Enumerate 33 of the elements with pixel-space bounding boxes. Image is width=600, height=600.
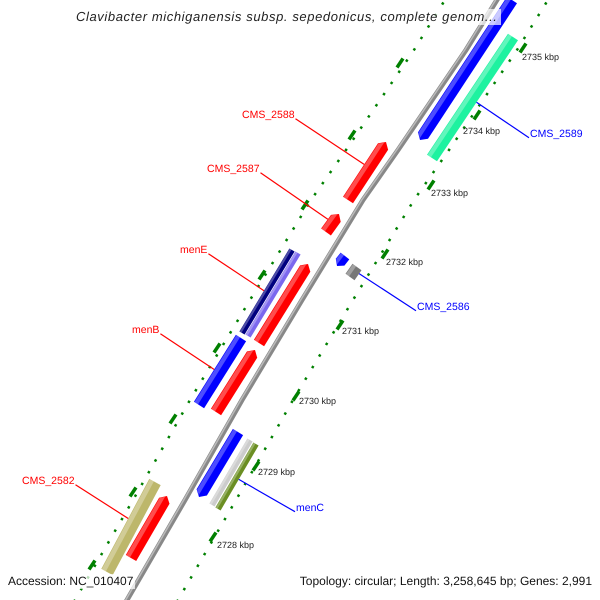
tick-label: 2730 kbp [299,397,336,407]
gene-label: CMS_2587 [207,164,260,176]
gene-label: menB [132,325,160,337]
gene-bar [343,142,388,204]
leader-line [238,478,296,512]
leader-line [476,102,530,138]
gene-bar [194,334,246,408]
leader-line [208,253,264,292]
tick-label: 2729 kbp [258,468,296,478]
gene-bar [321,214,341,236]
gene-bar [209,438,259,510]
tick-label: 2734 kbp [463,127,500,137]
gene-label: CMS_2588 [242,110,295,122]
gene-label: CMS_2586 [417,302,470,314]
tick-label: 2728 kbp [217,541,254,551]
leader-line [75,484,129,519]
gene-label: menE [180,245,208,257]
leader-line [160,333,215,370]
leader-line [358,273,416,312]
tick-label: 2731 kbp [342,327,380,337]
gene-bar [346,264,362,280]
accession-text: Accession: NC_010407 [6,574,136,590]
gene-label: CMS_2582 [22,476,75,488]
tick-label: 2732 kbp [386,258,424,268]
tick-label: 2733 kbp [431,189,468,199]
leader-line [295,118,364,165]
leader-line [260,172,328,220]
gene-bar [427,34,518,162]
genome-stats-text: Topology: circular; Length: 3,258,645 bp; Genes: 2,991 [298,574,594,590]
gene-bar [101,478,161,576]
gene-bar [239,248,301,338]
gene-label: menC [296,503,324,515]
gene-label: CMS_2589 [530,129,583,141]
